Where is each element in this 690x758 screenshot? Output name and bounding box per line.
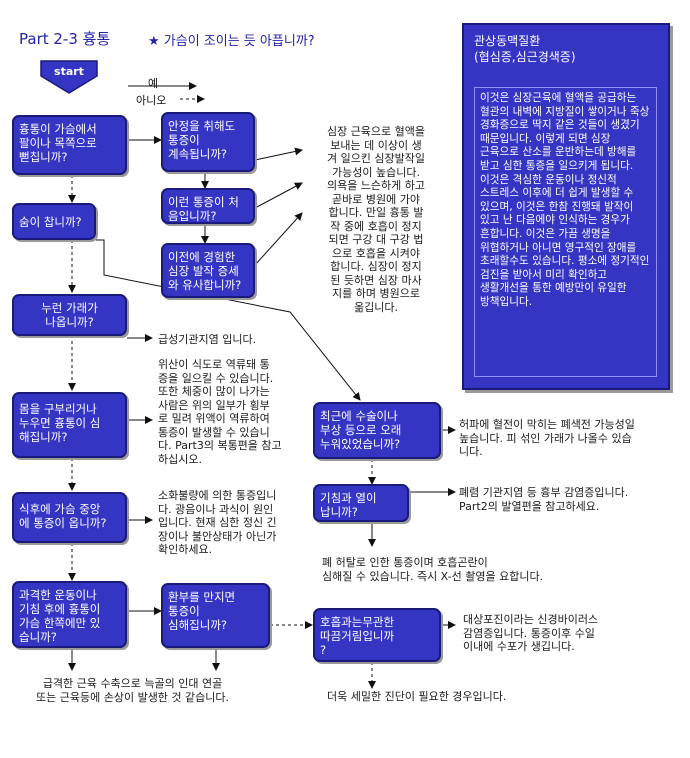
start-arrow-icon: start <box>40 60 98 94</box>
question-tingling: 호흡과는무관한 따끔거림입니까 ? <box>313 608 441 662</box>
note-shingles: 대상포진이라는 신경바이러스 감염증입니다. 통증이후 수일 이내에 수포가 생… <box>463 613 599 653</box>
note-further-diagnosis: 더욱 세밀한 진단이 필요한 경우입니다. <box>327 690 507 703</box>
info-panel-coronary: 관상동맥질환 (협심증,심근경색증) 이것은 심장근육에 혈액을 공급하는 혈관… <box>462 23 670 390</box>
note-pulmonary-embolism: 허파에 혈전이 막히는 폐색전 가능성일 높습니다. 피 섞인 가래가 나올수 … <box>459 418 635 458</box>
start-label: start <box>54 65 84 78</box>
question-bending-pain: 몸을 구부리거나 누우면 흉통이 심 해집니까? <box>12 392 127 458</box>
question-radiating-pain: 흉통이 가슴에서 팔이나 목쪽으로 뻗칩니까? <box>12 115 127 175</box>
question-yellow-phlegm: 누런 가래가 나옵니까? <box>12 294 127 336</box>
main-question: ★ 가슴이 조이는 듯 아픕니까? <box>148 34 315 49</box>
question-touch-pain: 환부를 만지면 통증이 심해집니까? <box>161 583 270 648</box>
question-first-time: 이런 통증이 처 음입니까? <box>161 188 255 224</box>
question-one-side-pain: 과격한 운동이나 기침 후에 흉통이 가슴 한쪽에만 있 습니까? <box>12 581 127 648</box>
question-cough-fever: 기침과 열이 납니까? <box>313 484 409 522</box>
info-panel-title: 관상동맥질환 (협심증,심근경색증) <box>474 34 576 64</box>
note-muscle-injury: 급격한 근육 수축으로 늑골의 인대 연골 또는 근육등에 손상이 발생한 것 … <box>36 677 230 704</box>
note-collapsed-lung: 폐 허탈로 인한 통증이며 호흡곤란이 심해질 수 있습니다. 즉시 X-선 촬… <box>322 556 544 583</box>
question-after-meal: 식후에 가슴 중앙 에 통증이 옵니까? <box>12 492 127 543</box>
legend-no-label: 아니오 <box>136 94 167 107</box>
note-heart-attack: 심장 근육으로 혈액을 보내는 데 이상이 생 겨 일으킨 심장발작일 가능성이… <box>326 125 426 314</box>
note-chest-infection: 폐렴 기관지염 등 흉부 감염증입니다. Part2의 발열편을 참고하세요. <box>459 486 629 513</box>
question-bedridden: 최근에 수술이나 부상 등으로 오래 누워있었습니까? <box>313 402 441 459</box>
note-bronchitis: 급성기관지염 입니다. <box>158 333 257 346</box>
question-similar-attack: 이전에 경험한 심장 발작 증세 와 유사합니까? <box>161 243 255 298</box>
note-acid-reflux: 위산이 식도로 역류돼 통 증을 일으킬 수 있습니다. 또한 체중이 많이 나… <box>158 358 282 466</box>
question-short-breath: 숨이 찹니까? <box>12 203 96 240</box>
legend-yes-label: 예 <box>148 77 159 90</box>
page-title: Part 2-3 흉통 <box>19 30 111 48</box>
info-panel-body: 이것은 심장근육에 혈액을 공급하는 혈관의 내벽에 지방질이 쌓이거나 죽상 … <box>474 87 657 377</box>
question-pain-persists: 안정을 취해도 통증이 계속됩니까? <box>161 112 255 172</box>
note-indigestion: 소화불량에 의한 통증입니 다. 광음이나 과식이 원인 입니다. 현재 심한 … <box>158 489 277 556</box>
